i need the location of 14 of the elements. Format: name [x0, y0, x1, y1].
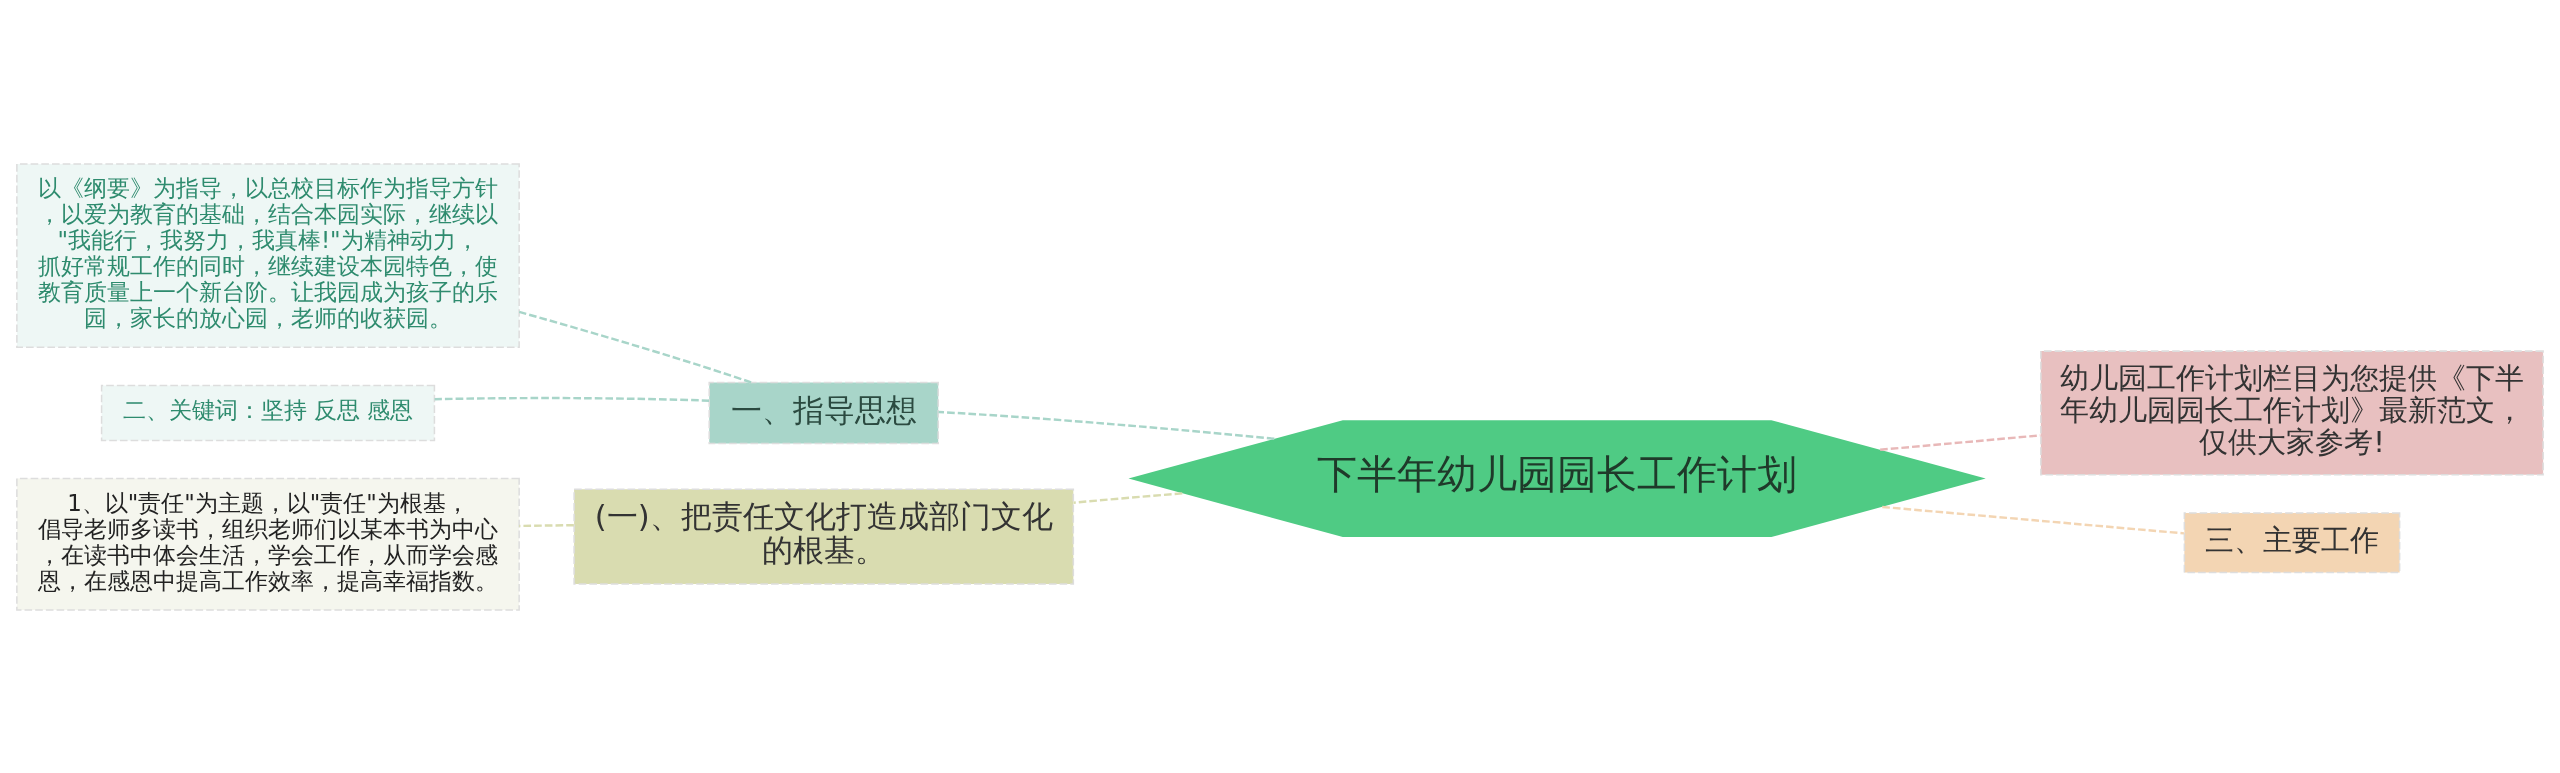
- connector: [1880, 433, 2041, 451]
- node-box: 以《纲要》为指导，以总校目标作为指导方针，以爱为教育的基础，结合本园实际，继续以"我能行，我努力，我真棒!"为精神动力，抓好常规工作的同时，继续建设本园特色，使教育质量上一个新台阶。让我园成为孩子的乐园，家长的放心园，老师的收获园。: [16, 162, 520, 348]
- connector: [1882, 505, 2185, 535]
- node-box: 一、指导思想: [708, 381, 939, 444]
- connector: [1073, 491, 1183, 504]
- node-box: 1、以"责任"为主题，以"责任"为根基，倡导老师多读书，组织老师们以某本书为中心，在读书中体会生活，学会工作，从而学会感恩，在感恩中提高工作效率，提高幸福指数。: [16, 477, 520, 611]
- connector: [519, 523, 574, 527]
- node-box: 幼儿园工作计划栏目为您提供《下半年幼儿园园长工作计划》最新范文，仅供大家参考!: [2040, 349, 2544, 476]
- node-box: (一)、把责任文化打造成部门文化的根基。: [573, 488, 1075, 585]
- node-box: 二、关键词：坚持 反思 感恩: [100, 384, 436, 441]
- node-box: 三、主要工作: [2183, 511, 2401, 573]
- connector: [518, 310, 752, 383]
- connector: [938, 410, 1275, 440]
- connector: [434, 396, 710, 402]
